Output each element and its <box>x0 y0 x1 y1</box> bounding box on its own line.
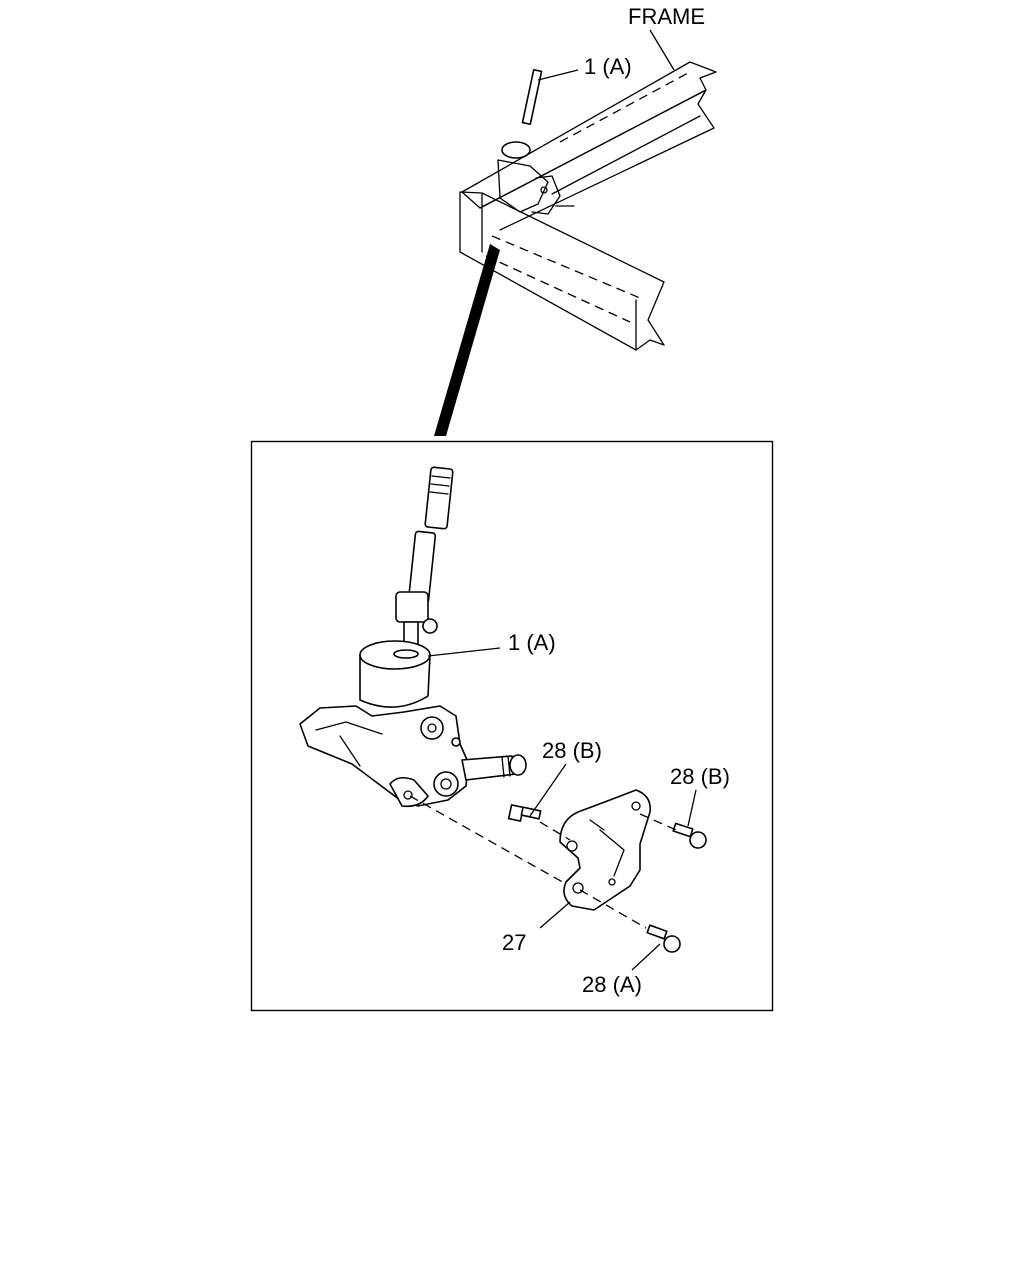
part-27-label: 27 <box>502 930 526 955</box>
part-28b-right-label: 28 (B) <box>670 764 730 789</box>
mounting-bracket-27 <box>559 789 652 911</box>
frame-leader <box>649 29 675 71</box>
part-1a-overview-label: 1 (A) <box>584 54 632 79</box>
grease-nipple <box>451 737 461 747</box>
assembly-line-bolt-right <box>639 813 677 831</box>
spline-line-3 <box>429 491 449 495</box>
bracket-hole-upper-left <box>566 840 578 852</box>
part-28b-right-leader <box>687 789 697 827</box>
overview-mount-plate <box>531 175 561 215</box>
bolt-head <box>663 935 681 953</box>
bolt-28b-left <box>507 804 542 822</box>
body-rib <box>339 735 361 767</box>
spline-line-2 <box>430 483 450 487</box>
part-1a-detail-label: 1 (A) <box>508 630 556 655</box>
part-27-leader <box>539 901 571 929</box>
frame-hidden-line-2 <box>485 255 631 323</box>
detail-view-frame <box>250 440 774 1012</box>
frame-rail-inner-line <box>551 115 701 195</box>
bolt-shank <box>520 806 542 820</box>
frame-hidden-line-3 <box>559 71 691 143</box>
part-1a-overview-leader <box>537 69 579 81</box>
frame-rail-side-face <box>479 89 715 231</box>
shaft-spline-2 <box>501 756 505 778</box>
output-shaft-end <box>509 754 527 776</box>
overview-shift-housing <box>501 141 531 159</box>
frame-hidden-line-1 <box>491 235 641 299</box>
body-ridge <box>315 721 383 735</box>
overview-lever-bracket <box>497 159 549 213</box>
rod-clamp-collar <box>395 591 429 623</box>
part-28b-left-label: 28 (B) <box>542 738 602 763</box>
pivot-boss-lower <box>433 771 459 797</box>
frame-label: FRAME <box>628 4 705 29</box>
spline-line-1 <box>431 475 451 479</box>
bracket-plate <box>559 789 652 911</box>
frame-overview <box>459 29 717 351</box>
pivot-boss-upper <box>420 716 444 740</box>
part-1a-detail-leader <box>427 647 501 657</box>
bracket-edge <box>589 819 605 831</box>
frame-crossmember <box>459 191 665 351</box>
shaft-spline-1 <box>507 755 511 777</box>
bracket-hole-lower <box>572 882 584 894</box>
pivot-hole-upper <box>427 723 437 733</box>
assembly-line-bolt-left <box>539 821 571 841</box>
bracket-hole-upper-right <box>631 801 641 811</box>
bracket-stiffener <box>599 829 625 877</box>
overview-bolt-hole <box>540 186 548 194</box>
overview-shift-rod <box>521 68 543 126</box>
bolt-28a <box>646 924 681 953</box>
bracket-hole-mid <box>608 878 616 886</box>
assembly-line-bracket <box>409 795 567 885</box>
bolt-shank <box>672 822 694 838</box>
frame-rail-top-face <box>461 61 717 209</box>
assembly-line-bolt-lower <box>579 889 647 929</box>
part-28a-label: 28 (A) <box>582 972 642 997</box>
lower-link-hole <box>403 790 413 800</box>
pivot-hole-lower <box>440 778 452 790</box>
lower-link-arm <box>389 776 429 808</box>
lever-housing-opening <box>393 649 419 659</box>
bolt-28b-right <box>672 822 707 849</box>
bolt-shank <box>646 924 668 940</box>
splined-rod-upper <box>424 466 454 530</box>
bolt-head <box>689 831 707 849</box>
detail-pointer-wedge <box>434 244 500 436</box>
part-28a-leader <box>631 943 661 971</box>
shift-lever-assembly <box>299 466 527 808</box>
clamp-bolt <box>422 618 438 634</box>
part-28b-left-leader <box>529 763 567 817</box>
